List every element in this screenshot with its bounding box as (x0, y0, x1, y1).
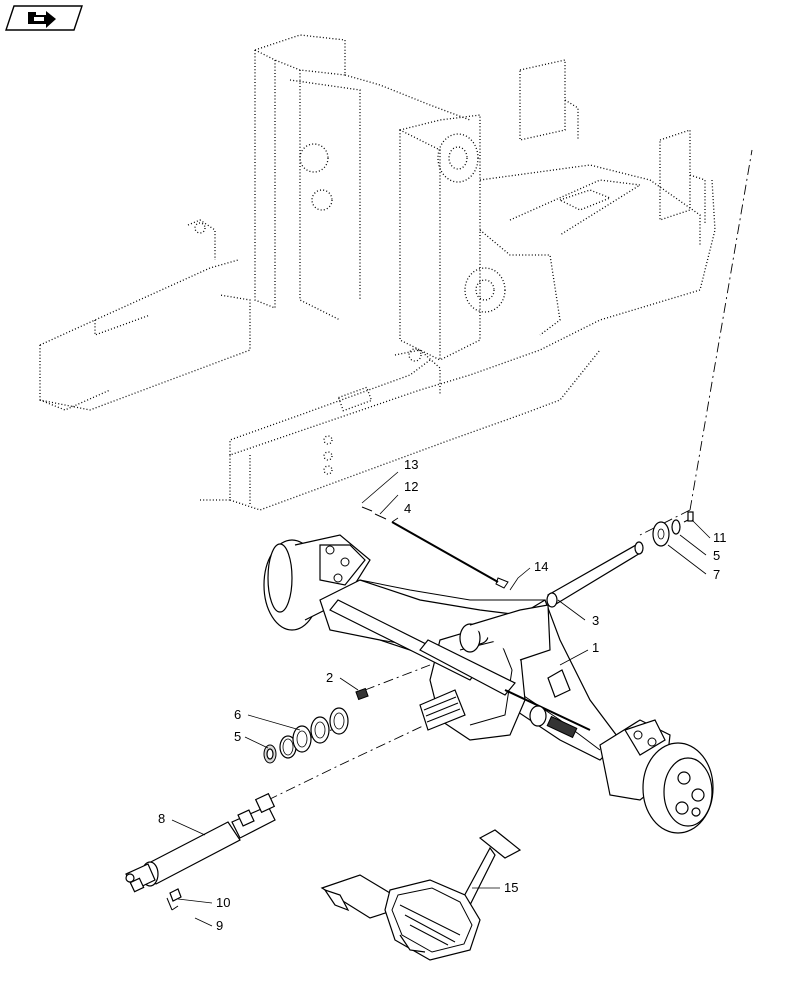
callout-5-lower: 5 (234, 729, 241, 744)
callout-4: 4 (404, 501, 411, 516)
drive-shaft (125, 792, 276, 893)
next-page-arrow-icon (28, 11, 56, 28)
drain-plug (355, 687, 369, 701)
step-bracket (320, 829, 522, 961)
next-page-button[interactable] (5, 5, 83, 31)
callout-1: 1 (592, 640, 599, 655)
callout-11: 11 (713, 530, 727, 545)
pivot-pin-assembly (546, 511, 694, 608)
callout-12: 12 (404, 479, 418, 494)
callout-15: 15 (504, 880, 518, 895)
callout-5-upper: 5 (713, 548, 720, 563)
tie-rod-assembly (361, 506, 509, 589)
callout-13: 13 (404, 457, 418, 472)
frame-outline (39, 34, 716, 511)
callout-14: 14 (534, 559, 548, 574)
axle-housing (263, 534, 714, 834)
callout-labels: 13 12 4 14 11 5 7 3 1 2 6 5 8 10 9 15 (158, 457, 727, 933)
callout-3: 3 (592, 613, 599, 628)
callout-10: 10 (216, 895, 230, 910)
callout-7: 7 (713, 567, 720, 582)
callout-2: 2 (326, 670, 333, 685)
leader-lines (171, 471, 711, 927)
callout-8: 8 (158, 811, 165, 826)
callout-9: 9 (216, 918, 223, 933)
shim-set (263, 707, 349, 764)
callout-6: 6 (234, 707, 241, 722)
fittings (166, 888, 182, 911)
